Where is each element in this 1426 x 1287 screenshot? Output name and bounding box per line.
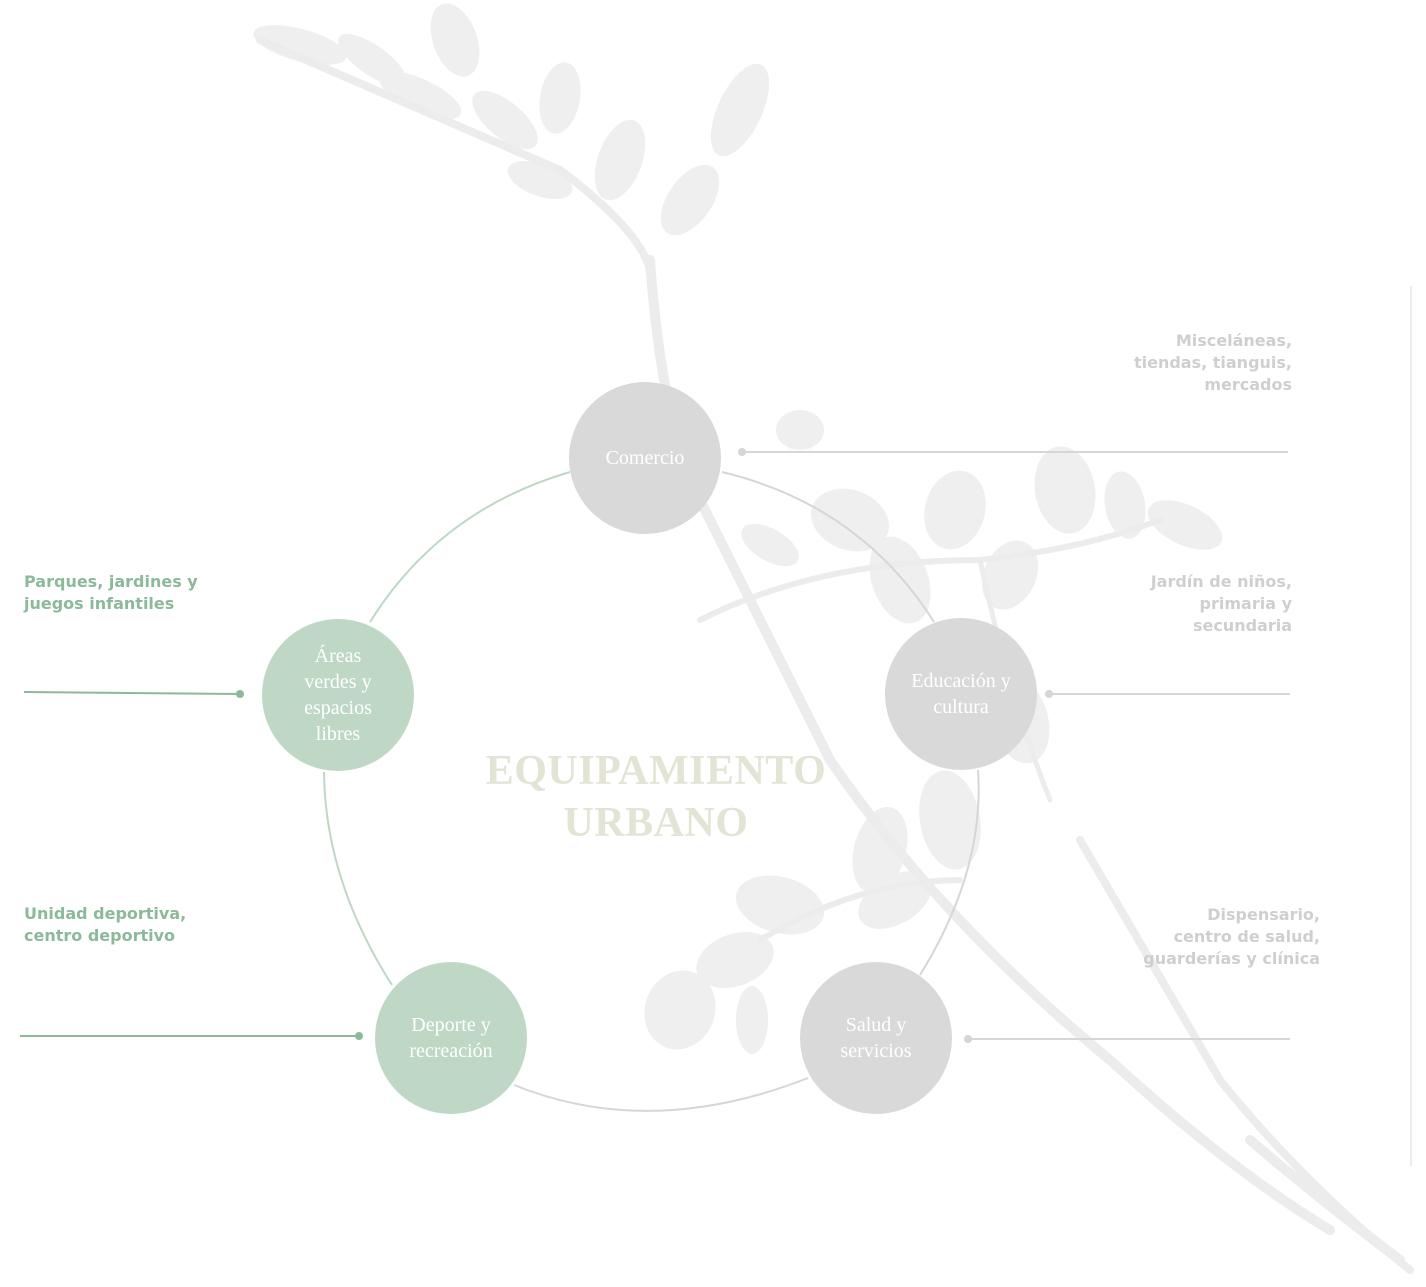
description-deporte: Unidad deportiva, centro deportivo [24,904,187,945]
ring-arc-deporte-areas [323,771,393,986]
connector-dot-comercio [738,448,746,456]
node-salud-label: Salud y servicios [840,1014,912,1062]
connector-dot-areas [236,690,244,698]
description-salud: Dispensario, centro de salud, guarderías… [1143,905,1320,968]
node-deporte-recreacion: Deporte y recreación [375,962,527,1114]
connector-areas [23,691,241,695]
node-comercio-label: Comercio [605,447,685,469]
node-educacion-cultura: Educación y cultura [885,618,1037,770]
node-areas-verdes: Áreas verdes y espacios libres [262,619,414,771]
ring-arc-comercio-educacion [721,471,935,623]
description-comercio: Misceláneas, tiendas, tianguis, mercados [1133,331,1292,394]
ring-arc-areas-comercio [369,471,571,623]
connector-dot-salud [964,1035,972,1043]
node-educacion-label: Educación y cultura [911,670,1011,718]
description-educacion: Jardín de niños, primaria y secundaria [1150,572,1292,635]
diagram-title: EQUIPAMIENTO URBANO [485,748,827,846]
connector-dot-educacion [1045,690,1053,698]
node-areas-label: Áreas verdes y espacios libres [304,645,372,745]
description-areas: Parques, jardines y juegos infantiles [24,572,198,613]
node-deporte-label: Deporte y recreación [409,1014,493,1062]
ring-arc-salud-deporte [513,1077,809,1112]
ring-arc-educacion-salud [919,769,980,976]
connector-dot-deporte [355,1032,363,1040]
right-edge-rule [1410,286,1412,1166]
node-comercio: Comercio [569,382,721,534]
node-salud-servicios: Salud y servicios [800,962,952,1114]
